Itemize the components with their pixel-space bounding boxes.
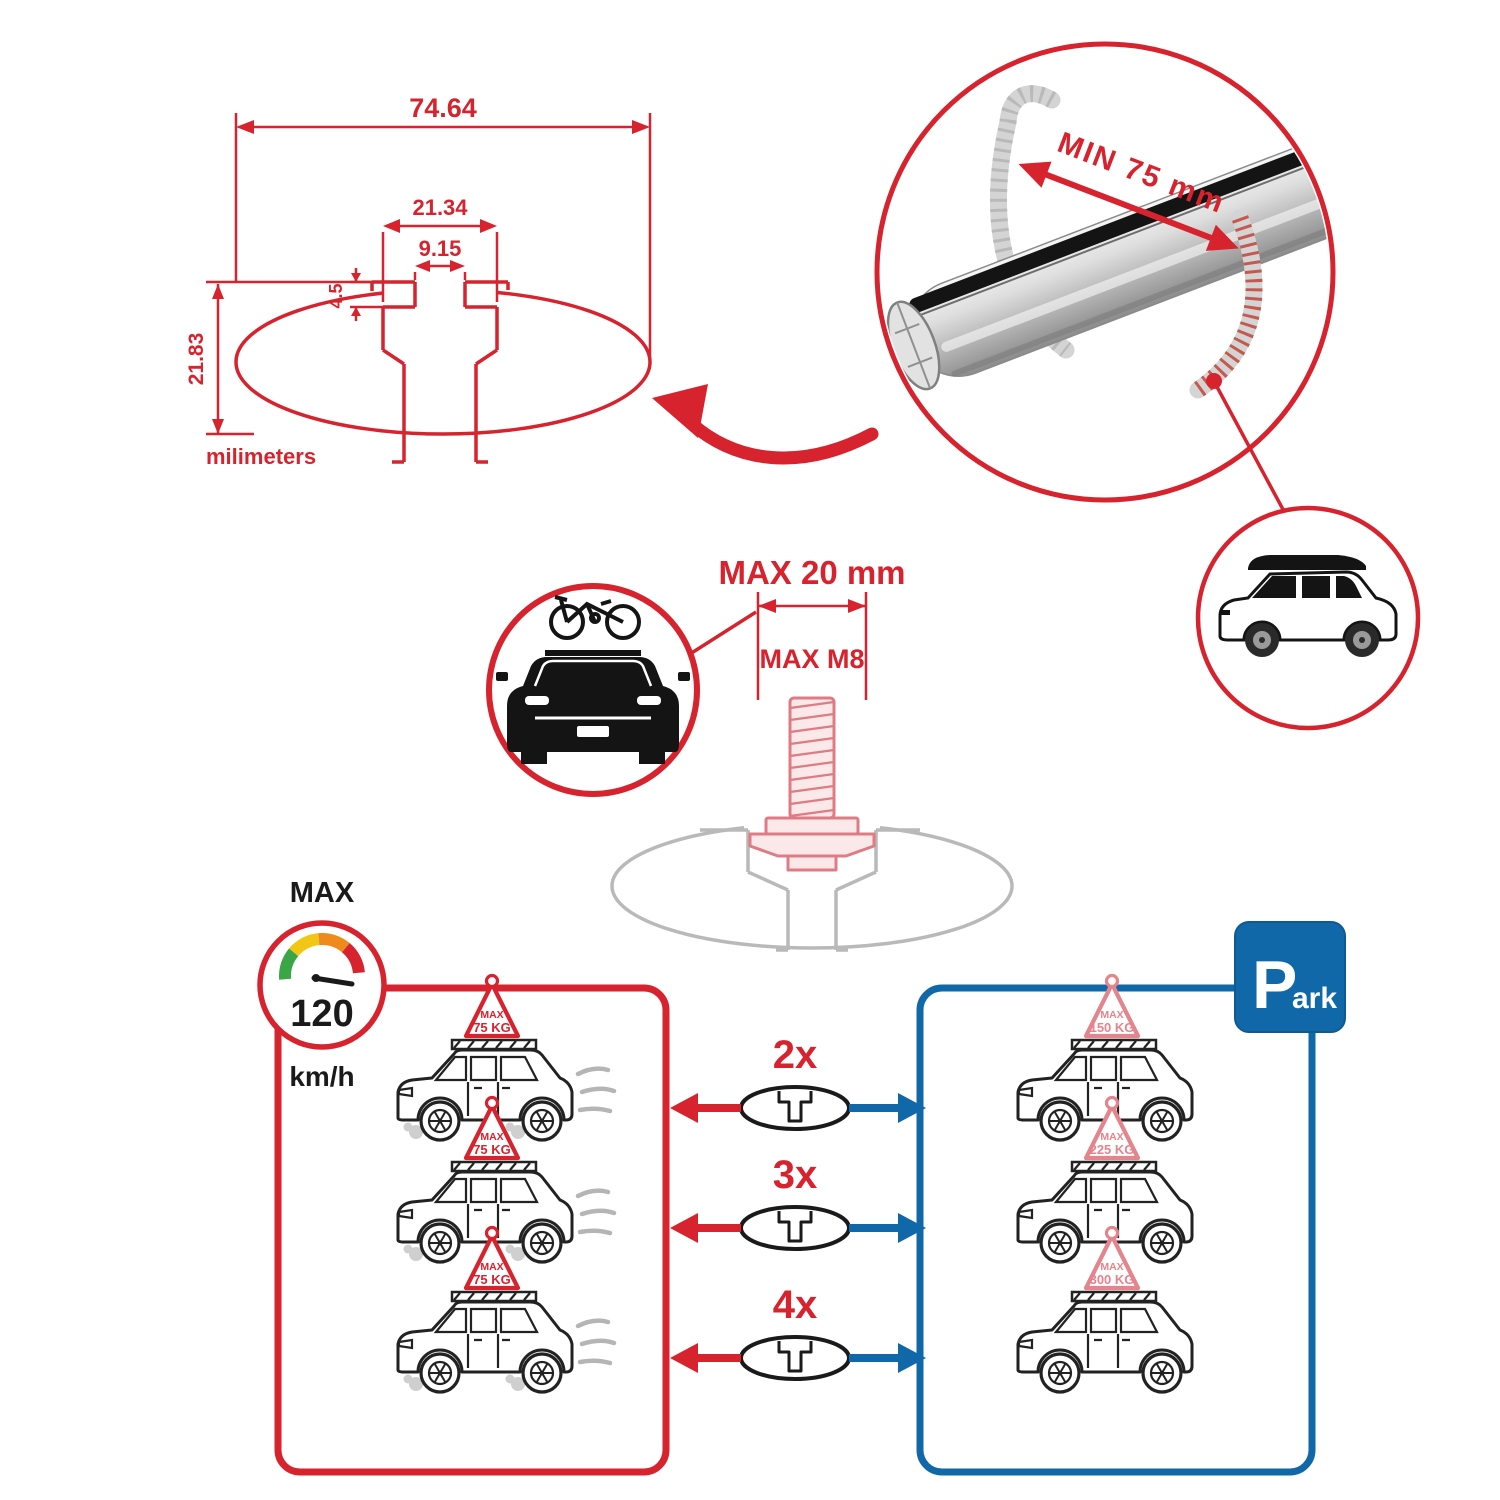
bolt-diagram: MAX 20 mm MAX M8: [610, 554, 1014, 952]
clamp-hook-right: [1189, 209, 1263, 399]
park-sign-max: MAX: [1100, 1131, 1123, 1143]
pointer-line: [1214, 384, 1288, 516]
max-thread-label: MAX M8: [759, 644, 864, 674]
dim-slot-opening-width: 9.15: [413, 236, 467, 280]
dim-lip-height-value: 4.5: [326, 283, 346, 308]
units-label: milimeters: [206, 444, 316, 469]
multiplier-label: 3x: [773, 1153, 818, 1197]
clamp-point-dot: [1206, 373, 1222, 389]
drive-car-icon: [398, 1292, 614, 1392]
speed-limit-gauge: MAX 120 km/h: [257, 877, 387, 1092]
park-sign-load: 300 KG: [1090, 1272, 1135, 1287]
crossbar-dimension-drawing: 74.64 21.34 9.15 4.5 21.83: [185, 93, 652, 469]
comparison-row-3: MAX 75 KG 4x MAX 300 KG: [398, 1228, 1192, 1393]
dim-slot-outer-value: 21.34: [412, 195, 468, 220]
drive-sign-load: 75 KG: [473, 1272, 511, 1287]
dim-total-width: 74.64: [234, 93, 652, 360]
drive-car-icon: [398, 1162, 614, 1262]
crossbar-count-icon: [739, 1085, 851, 1131]
dim-profile-height-value: 21.83: [185, 333, 208, 386]
drive-sign-max: MAX: [480, 1131, 503, 1143]
t-slot-profile: [370, 280, 510, 464]
arrow-to-park-head: [898, 1213, 926, 1243]
max-speed-label: MAX: [290, 877, 355, 909]
roofbox-car-circle: [1195, 505, 1421, 731]
multiplier-label: 4x: [773, 1283, 818, 1327]
crossbar-count-icon: [739, 1335, 851, 1381]
park-sign-load: 225 KG: [1090, 1142, 1135, 1157]
speed-unit: km/h: [289, 1061, 354, 1092]
drive-sign-max: MAX: [480, 1261, 503, 1273]
drive-sign-load: 75 KG: [473, 1142, 511, 1157]
bicycle-icon: [549, 595, 641, 640]
comparison-row-1: MAX 75 KG 2x MAX 150 KG: [398, 976, 1192, 1141]
dim-slot-opening-value: 9.15: [419, 236, 462, 261]
parking-sign-p: P: [1252, 947, 1297, 1023]
dim-slot-outer-width: 21.34: [381, 195, 499, 302]
dim-profile-height: 21.83: [185, 280, 372, 436]
multiplier-label: 2x: [773, 1033, 818, 1077]
arrow-to-park-head: [898, 1093, 926, 1123]
arrow-to-drive-head: [670, 1343, 698, 1373]
park-sign-max: MAX: [1100, 1261, 1123, 1273]
bike-circle-pointer: [689, 610, 757, 656]
drive-sign-load: 75 KG: [473, 1020, 511, 1035]
zoom-arrow: [652, 384, 879, 465]
crossbar-photo-circle: MIN 75 mm: [874, 41, 1336, 503]
roofbox-car-icon: [1218, 555, 1398, 657]
arrow-to-drive-head: [670, 1093, 698, 1123]
speedometer-icon: [279, 932, 365, 987]
drive-sign-max: MAX: [480, 1009, 503, 1021]
dim-max-bolt-width: [756, 592, 868, 700]
park-sign-max: MAX: [1100, 1009, 1123, 1021]
speed-value: 120: [290, 993, 353, 1035]
drive-zone-box: [274, 984, 670, 1476]
park-car-icon: [1018, 1292, 1192, 1392]
dim-total-width-value: 74.64: [409, 93, 477, 123]
arrow-to-drive-head: [670, 1213, 698, 1243]
arrow-to-park-head: [898, 1343, 926, 1373]
drive-car-icon: [398, 1040, 614, 1140]
crossbar-count-icon: [739, 1205, 851, 1251]
park-sign-load: 150 KG: [1090, 1020, 1135, 1035]
parking-sign-ark: ark: [1292, 982, 1337, 1015]
parking-sign: P ark: [1234, 921, 1346, 1033]
comparison-row-2: MAX 75 KG 3x MAX 225 KG: [398, 1098, 1192, 1263]
bike-car-circle: [486, 583, 700, 797]
tbolt-drawing: [748, 696, 876, 872]
car-front-bike-icon: [496, 595, 690, 764]
max-bolt-width-label: MAX 20 mm: [718, 554, 905, 591]
